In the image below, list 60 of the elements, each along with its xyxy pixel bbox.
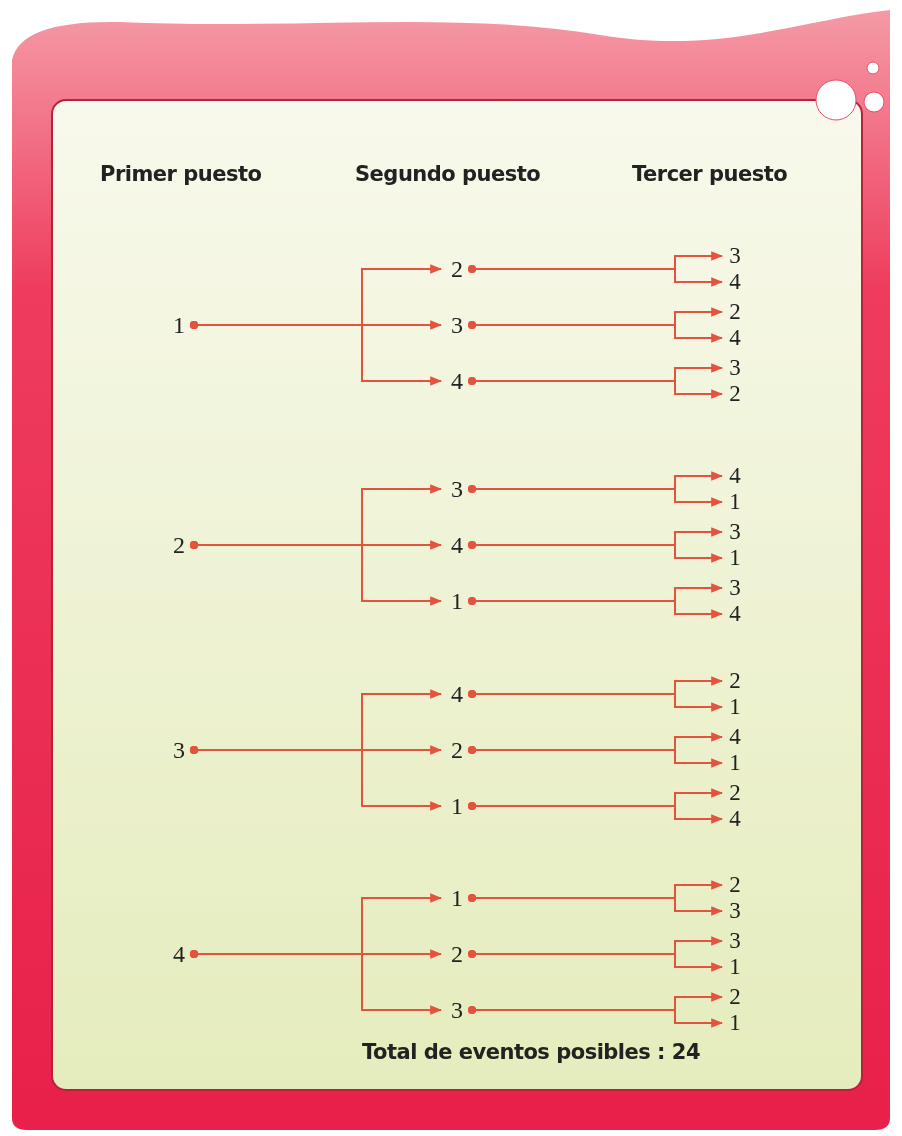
number-label: 1 xyxy=(727,954,743,980)
number-label: 3 xyxy=(446,476,468,502)
number-label: 2 xyxy=(727,780,743,806)
number-label: 1 xyxy=(727,545,743,571)
number-label: 2 xyxy=(168,532,190,558)
number-label: 3 xyxy=(168,737,190,763)
number-label: 1 xyxy=(168,312,190,338)
tree-branch-arrow xyxy=(190,746,443,811)
number-label: 1 xyxy=(446,885,468,911)
tree-branch-arrow xyxy=(468,894,724,916)
number-label: 4 xyxy=(727,463,743,489)
tree-branch-arrow xyxy=(190,541,443,606)
number-label: 1 xyxy=(446,588,468,614)
number-label: 1 xyxy=(727,694,743,720)
tree-branch-arrow xyxy=(468,950,724,972)
number-label: 2 xyxy=(446,737,468,763)
number-label: 4 xyxy=(446,532,468,558)
tree-branch-arrow xyxy=(190,321,443,386)
number-label: 3 xyxy=(727,928,743,954)
number-label: 3 xyxy=(446,312,468,338)
number-label: 4 xyxy=(446,368,468,394)
number-label: 2 xyxy=(727,872,743,898)
number-label: 2 xyxy=(446,941,468,967)
number-label: 2 xyxy=(727,299,743,325)
total-note: Total de eventos posibles : 24 xyxy=(362,1040,701,1064)
number-label: 1 xyxy=(727,1010,743,1036)
tree-branch-arrow xyxy=(468,1006,724,1028)
number-label: 4 xyxy=(727,601,743,627)
tree-branch-arrow xyxy=(190,950,443,1015)
number-label: 2 xyxy=(727,668,743,694)
number-label: 4 xyxy=(727,325,743,351)
number-label: 4 xyxy=(446,681,468,707)
number-label: 3 xyxy=(727,519,743,545)
column-header: Segundo puesto xyxy=(355,162,541,186)
tree-branch-arrow xyxy=(468,746,724,768)
number-label: 4 xyxy=(727,269,743,295)
tree-branch-arrow xyxy=(468,541,724,563)
number-label: 3 xyxy=(727,243,743,269)
number-label: 3 xyxy=(446,997,468,1023)
tree-branch-arrow xyxy=(468,321,724,343)
column-header: Primer puesto xyxy=(100,162,262,186)
number-label: 2 xyxy=(727,381,743,407)
number-label: 1 xyxy=(727,489,743,515)
number-label: 4 xyxy=(727,806,743,832)
tree-branch-arrow xyxy=(468,597,724,619)
tree-branch-arrow xyxy=(468,802,724,824)
number-label: 2 xyxy=(446,256,468,282)
number-label: 1 xyxy=(727,750,743,776)
number-label: 3 xyxy=(727,898,743,924)
column-header: Tercer puesto xyxy=(632,162,788,186)
number-label: 4 xyxy=(168,941,190,967)
tree-branch-arrow xyxy=(468,690,724,712)
tree-branch-arrow xyxy=(468,265,724,287)
number-label: 4 xyxy=(727,724,743,750)
number-label: 3 xyxy=(727,575,743,601)
tree-branch-arrow xyxy=(468,377,724,399)
number-label: 1 xyxy=(446,793,468,819)
number-label: 3 xyxy=(727,355,743,381)
number-label: 2 xyxy=(727,984,743,1010)
tree-branch-arrow xyxy=(468,485,724,507)
